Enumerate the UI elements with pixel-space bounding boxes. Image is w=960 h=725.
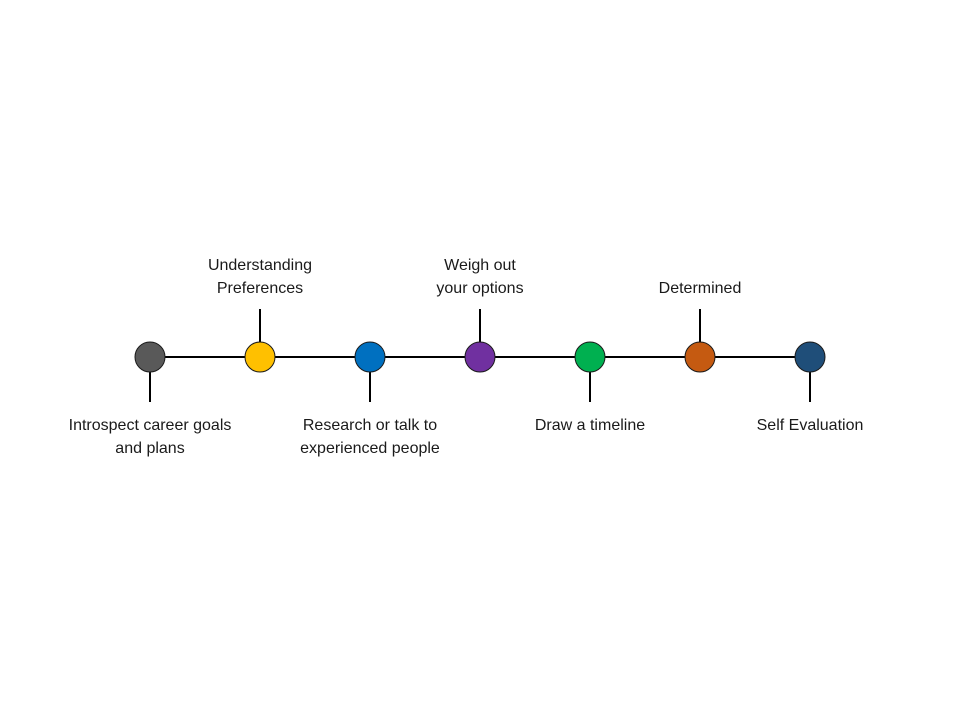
step-node-5 bbox=[574, 341, 606, 373]
step-label-1: Introspect career goals and plans bbox=[68, 417, 232, 457]
step-label-3: Research or talk to experienced people bbox=[300, 417, 440, 457]
step-node-7 bbox=[794, 341, 826, 373]
step-node-3 bbox=[354, 341, 386, 373]
step-node-1 bbox=[134, 341, 166, 373]
step-label-5: Draw a timeline bbox=[534, 417, 646, 434]
step-label-2: Understanding Preferences bbox=[207, 257, 313, 297]
step-label-6: Determined bbox=[658, 280, 742, 297]
step-label-4: Weigh out your options bbox=[436, 257, 524, 297]
step-node-6 bbox=[684, 341, 716, 373]
step-label-7: Self Evaluation bbox=[756, 417, 864, 434]
step-node-4 bbox=[464, 341, 496, 373]
step-node-2 bbox=[244, 341, 276, 373]
